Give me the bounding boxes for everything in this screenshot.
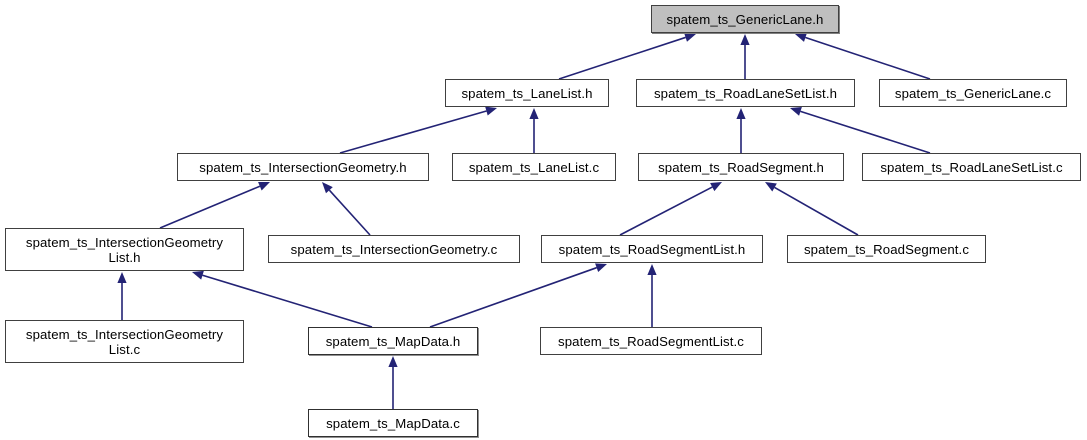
edge-line (805, 36, 931, 80)
edge-line (774, 186, 859, 236)
edge-arrowhead (258, 182, 270, 191)
edge-arrowhead (647, 264, 657, 275)
edge-arrowhead (795, 33, 807, 42)
graph-node-intersectiongeometry_h[interactable]: spatem_ts_IntersectionGeometry.h (177, 153, 429, 181)
graph-node-roadsegment_c[interactable]: spatem_ts_RoadSegment.c (787, 235, 986, 263)
edge-arrowhead (740, 34, 750, 45)
edge-arrowhead (765, 182, 777, 192)
graph-node-roadsegmentlist_c[interactable]: spatem_ts_RoadSegmentList.c (540, 327, 762, 355)
edge-line (339, 110, 487, 154)
edge-arrowhead (710, 182, 722, 192)
graph-node-roadsegmentlist_h[interactable]: spatem_ts_RoadSegmentList.h (541, 235, 763, 263)
graph-node-intersectiongeometrylist_c[interactable]: spatem_ts_IntersectionGeometry List.c (5, 320, 244, 363)
graph-node-lanelist_h[interactable]: spatem_ts_LaneList.h (445, 79, 609, 107)
edge-line (429, 266, 597, 328)
edge-arrowhead (529, 108, 539, 119)
edge-arrowhead (595, 263, 607, 273)
graph-node-intersectiongeometry_c[interactable]: spatem_ts_IntersectionGeometry.c (268, 235, 520, 263)
edge-line (159, 185, 261, 229)
graph-node-mapdata_h[interactable]: spatem_ts_MapData.h (308, 327, 478, 355)
edge-arrowhead (485, 106, 497, 116)
edge-line (800, 110, 931, 154)
graph-node-roadlanesetlist_h[interactable]: spatem_ts_RoadLaneSetList.h (636, 79, 855, 107)
edge-arrowhead (192, 270, 204, 280)
edge-arrowhead (736, 108, 746, 119)
graph-node-genericlane_h[interactable]: spatem_ts_GenericLane.h (651, 5, 839, 33)
edge-arrowhead (388, 356, 398, 367)
edge-arrowhead (322, 182, 333, 194)
edge-line (558, 36, 686, 80)
graph-node-lanelist_c[interactable]: spatem_ts_LaneList.c (452, 153, 616, 181)
graph-node-genericlane_c[interactable]: spatem_ts_GenericLane.c (879, 79, 1067, 107)
edge-arrowhead (117, 272, 127, 283)
edge-arrowhead (790, 106, 802, 116)
graph-node-intersectiongeometrylist_h[interactable]: spatem_ts_IntersectionGeometry List.h (5, 228, 244, 271)
edge-arrowhead (684, 33, 696, 42)
graph-node-roadlanesetlist_c[interactable]: spatem_ts_RoadLaneSetList.c (862, 153, 1081, 181)
edge-line (619, 186, 713, 236)
graph-node-roadsegment_h[interactable]: spatem_ts_RoadSegment.h (638, 153, 844, 181)
graph-node-mapdata_c[interactable]: spatem_ts_MapData.c (308, 409, 478, 437)
edge-line (328, 189, 371, 236)
